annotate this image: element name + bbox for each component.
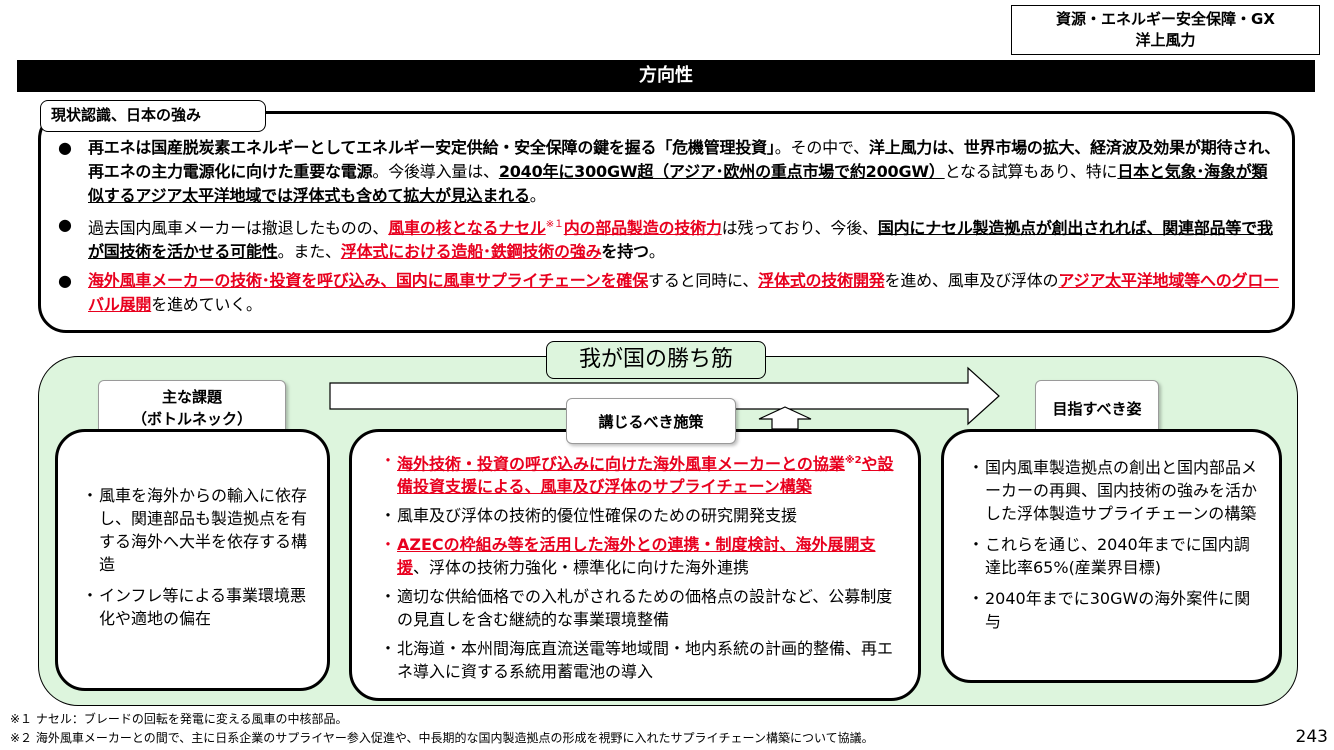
measure-text: 北海道・本州間海底直流送電等地域間・地内系統の計画的整備、再エネ導入に資する系統… (397, 639, 894, 682)
recognition-bullet-2: ● 過去国内風車メーカーは撤退したものの、風車の核となるナセル※１内の部品製造の… (58, 213, 1283, 264)
measure-text: 適切な供給価格での入札がされるための価格点の設計など、公募制度の見直しを含む継続… (397, 587, 893, 630)
measure-text: 海外技術・投資の呼び込みに向けた海外風車メーカーとの協業 (397, 454, 845, 474)
recognition-bullet-3: ● 海外風車メーカーの技術･投資を呼び込み、国内に風車サプライチェーンを確保する… (58, 269, 1283, 317)
measure-text: 、浮体の技術力強化・標準化に向けた海外連携 (413, 558, 750, 578)
bullet-mark: ・ (82, 486, 99, 505)
bullet-mark: ・ (968, 458, 985, 477)
measure-item: ・海外技術・投資の呼び込みに向けた海外風車メーカーとの協業※2や設備投資支援によ… (380, 449, 904, 498)
measure-text: AZECの枠組み等を活用した海外との連携・制度検討、海外展開支援 (397, 535, 876, 578)
text-segment: 2040年に300GW超（アジア･欧州の重点市場で約200GW） (498, 162, 945, 181)
page-number: 243 (1295, 727, 1328, 747)
footnote-ref: ※2 (844, 455, 862, 466)
topic-tag: 資源・エネルギー安全保障・GX 洋上風力 (1011, 5, 1320, 55)
goal-text: 2040年までに30GWの海外案件に関与 (985, 589, 1251, 631)
text-segment: 。 (648, 242, 665, 262)
measure-text: や設備投資支援による、風車及び浮体のサプライチェーン構築 (397, 454, 894, 497)
bullet-mark: ・ (380, 451, 397, 470)
issue-item: ・インフレ等による事業環境悪化や適地の偏在 (82, 584, 313, 630)
text-segment: 。 (529, 186, 546, 205)
issue-item: ・風車を海外からの輸入に依存し、関連部品も製造拠点を有する海外へ大半を依存する構… (82, 484, 313, 576)
topic-tag-line2: 洋上風力 (1135, 31, 1196, 49)
text-segment: 海外風車メーカーの技術･投資を呼び込み、国内に風車サプライチェーンを確保 (88, 271, 649, 291)
text-segment: 。その中で、 (774, 138, 869, 157)
footnote-2: ※２ 海外風車メーカーとの間で、主に日系企業のサプライヤー参入促進や、中長期的な… (10, 731, 874, 745)
text-segment: 洋上風力は、世界市場の拡大、経済波及効果が期待され、再エネの主力電源化に向けた重… (88, 138, 1280, 181)
recognition-bullet-1: ● 再エネは国産脱炭素エネルギーとしてエネルギー安定供給・安全保障の鍵を握る「危… (58, 136, 1283, 208)
text-segment: は残っており、今後、 (721, 218, 878, 238)
text-segment: アジア太平洋地域等へのグローバル展開 (88, 271, 1279, 315)
text-segment: 内の部品製造の技術力 (563, 218, 722, 238)
bullet-mark: ・ (380, 506, 397, 526)
flow-arrow-icon (329, 366, 1000, 426)
topic-tag-line1: 資源・エネルギー安全保障・GX (1056, 10, 1275, 28)
bullet-mark: ・ (380, 639, 397, 659)
measure-item: ・AZECの枠組み等を活用した海外との連携・制度検討、海外展開支援、浮体の技術力… (380, 533, 904, 579)
footnote-1: ※１ ナセル：ブレードの回転を発電に変える風車の中核部品。 (10, 712, 348, 726)
text-segment: を進めていく。 (151, 295, 262, 315)
bullet-mark: ・ (968, 535, 985, 554)
page-title-banner: 方向性 (17, 60, 1315, 92)
goal-item: ・国内風車製造拠点の創出と国内部品メーカーの再興、国内技術の強みを活かした浮体製… (968, 456, 1265, 525)
text-segment: すると同時に、 (648, 271, 759, 291)
text-segment: を持つ (601, 242, 649, 262)
recognition-label: 現状認識、日本の強み (40, 100, 266, 132)
bullet-mark: ・ (82, 586, 99, 605)
text-segment: 。今後導入量は、 (372, 162, 499, 181)
bullet-mark: ・ (968, 589, 985, 608)
bullet-mark: ・ (380, 587, 397, 607)
goal-label: 目指すべき姿 (1035, 380, 1159, 436)
text-segment: 。また、 (277, 242, 341, 262)
measures-column: ・海外技術・投資の呼び込みに向けた海外風車メーカーとの協業※2や設備投資支援によ… (349, 429, 921, 701)
issue-text: インフレ等による事業環境悪化や適地の偏在 (99, 586, 307, 628)
goal-text: これらを通じ、2040年までに国内調達比率65%(産業界目標) (985, 535, 1250, 577)
text-segment: 日本と気象･海象が類似するアジア太平洋地域では浮体式も含めて拡大が見込まれる (88, 162, 1268, 205)
recognition-panel (38, 111, 1295, 333)
goal-item: ・これらを通じ、2040年までに国内調達比率65%(産業界目標) (968, 533, 1265, 579)
measure-item: ・適切な供給価格での入札がされるための価格点の設計など、公募制度の見直しを含む継… (380, 585, 904, 631)
issue-text: 風車を海外からの輸入に依存し、関連部品も製造拠点を有する海外へ大半を依存する構造 (99, 486, 308, 574)
text-segment: となる試算もあり、特に (944, 162, 1118, 181)
text-segment: 過去国内風車メーカーは撤退したものの、 (88, 218, 389, 238)
measures-label: 講じるべき施策 (566, 398, 736, 444)
goal-column: ・国内風車製造拠点の創出と国内部品メーカーの再興、国内技術の強みを活かした浮体製… (941, 429, 1282, 683)
measure-item: ・風車及び浮体の技術的優位性確保のための研究開発支援 (380, 504, 904, 527)
issues-label: 主な課題 （ボトルネック） (98, 380, 286, 436)
bullet-dot-icon: ● (58, 271, 72, 291)
text-segment: 浮体式の技術開発 (758, 271, 885, 291)
measure-item: ・北海道・本州間海底直流送電等地域間・地内系統の計画的整備、再エネ導入に資する系… (380, 637, 904, 683)
recognition-bullets: ● 再エネは国産脱炭素エネルギーとしてエネルギー安定供給・安全保障の鍵を握る「危… (58, 136, 1283, 322)
bullet-dot-icon: ● (58, 138, 72, 157)
measure-text: 風車及び浮体の技術的優位性確保のための研究開発支援 (397, 506, 798, 526)
text-segment: 浮体式における造船･鉄鋼技術の強み (340, 242, 602, 262)
strategy-title: 我が国の勝ち筋 (546, 341, 766, 379)
goal-text: 国内風車製造拠点の創出と国内部品メーカーの再興、国内技術の強みを活かした浮体製造… (985, 458, 1258, 523)
up-arrow-icon (758, 406, 812, 430)
text-segment: 再エネは国産脱炭素エネルギーとしてエネルギー安定供給・安全保障の鍵を握る「危機管… (88, 138, 775, 157)
bullet-dot-icon: ● (58, 215, 72, 234)
issues-column: ・風車を海外からの輸入に依存し、関連部品も製造拠点を有する海外へ大半を依存する構… (55, 429, 330, 691)
footnote-ref: ※１ (545, 219, 564, 230)
issues-label-line1: 主な課題 (161, 388, 222, 406)
text-segment: を進め、風車及び浮体の (884, 271, 1059, 291)
text-segment: 風車の核となるナセル (388, 218, 546, 238)
text-segment: 国内にナセル製造拠点が創出されれば、関連部品等で我が国技術を活かせる可能性 (88, 218, 1273, 262)
issues-label-line2: （ボトルネック） (131, 410, 252, 428)
goal-item: ・2040年までに30GWの海外案件に関与 (968, 587, 1265, 633)
bullet-mark: ・ (380, 535, 397, 555)
